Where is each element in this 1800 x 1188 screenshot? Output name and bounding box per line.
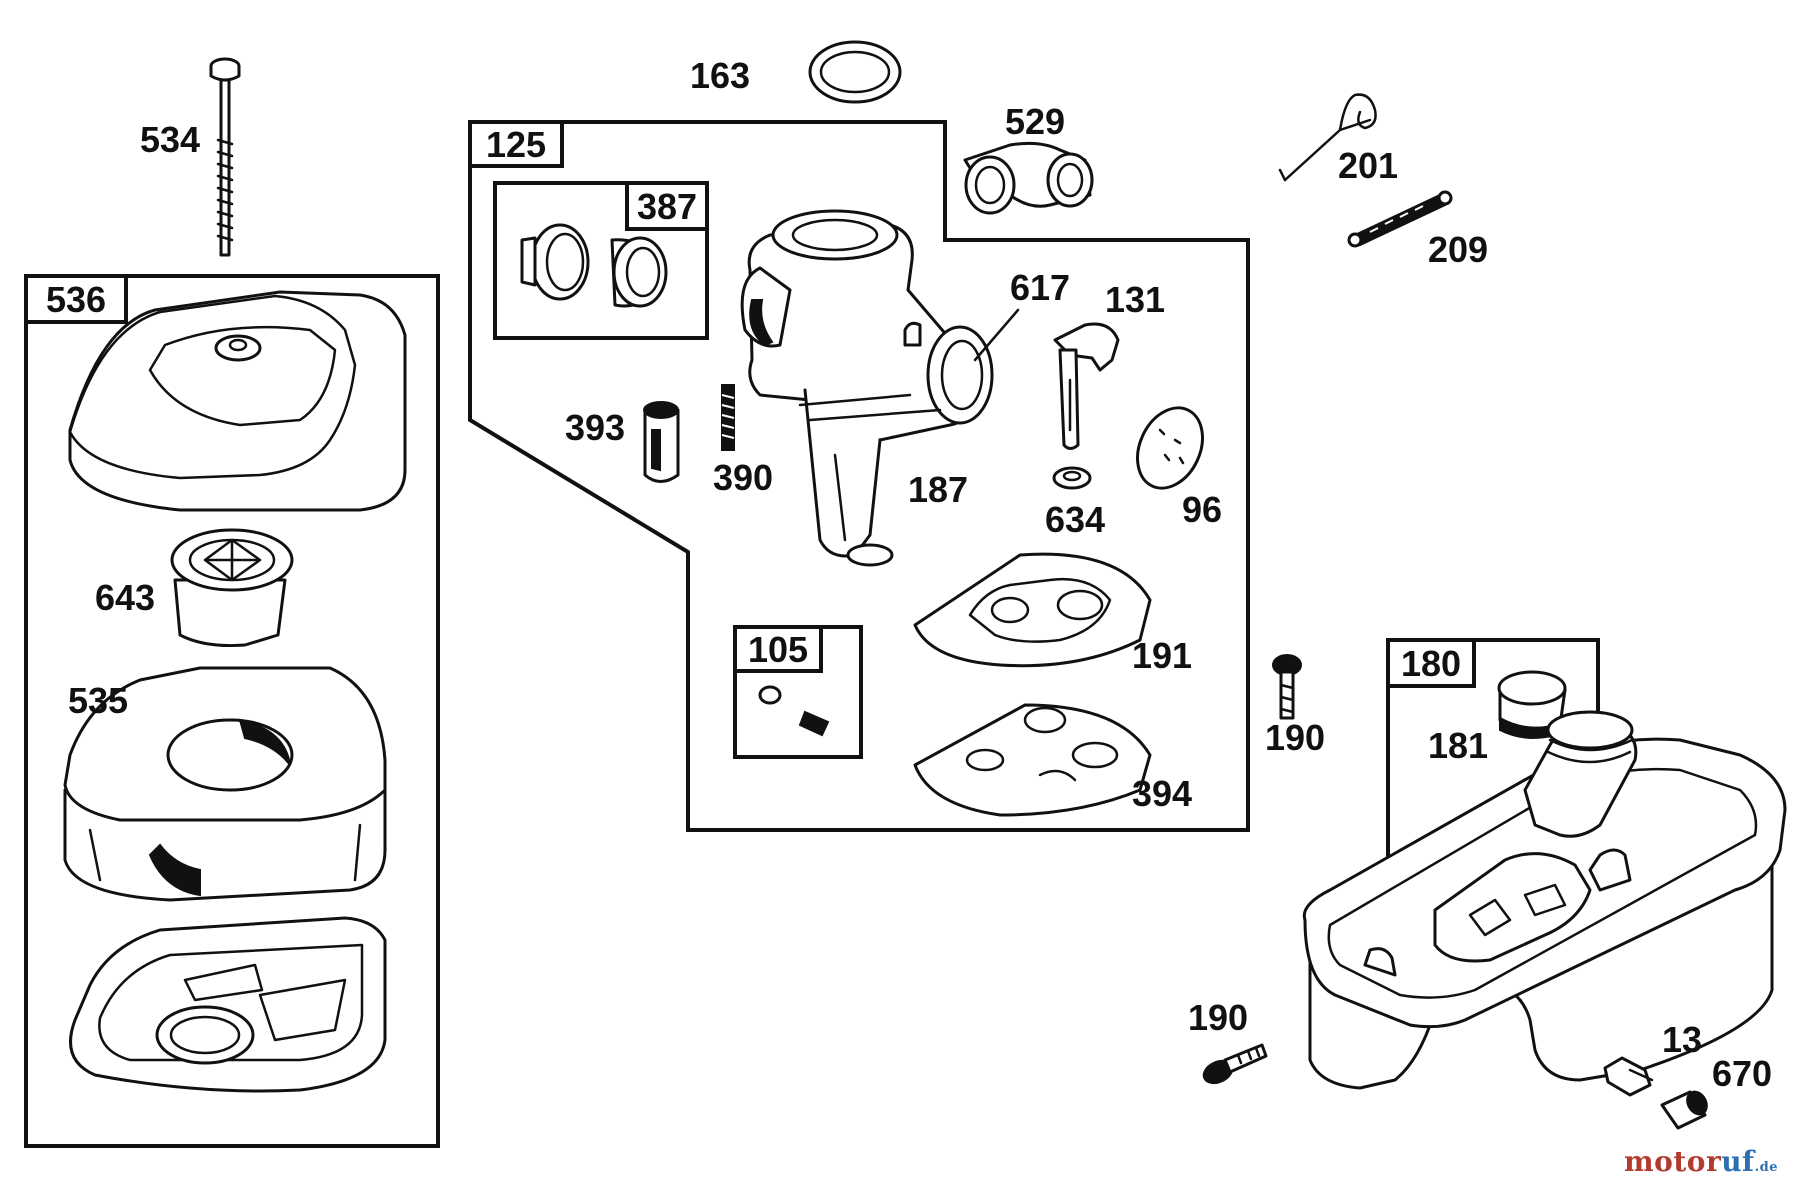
governor-link-201	[1278, 93, 1377, 182]
label-190-upper: 190	[1265, 717, 1325, 758]
bolt-534	[209, 57, 241, 257]
label-393: 393	[565, 407, 625, 448]
assembly-box-180: 180	[1386, 638, 1600, 870]
throttle-shaft-131	[1053, 322, 1120, 450]
label-529: 529	[1005, 101, 1065, 142]
elbow-529	[963, 141, 1094, 215]
label-13: 13	[1662, 1019, 1702, 1060]
box-label-105: 105	[748, 629, 808, 670]
watermark-part2: uf	[1721, 1145, 1755, 1178]
label-181: 181	[1428, 725, 1488, 766]
label-643: 643	[95, 577, 155, 618]
label-535: 535	[68, 680, 128, 721]
label-163: 163	[690, 55, 750, 96]
box-label-536: 536	[46, 279, 106, 320]
spring-390	[721, 384, 735, 451]
fitting-13	[1603, 1056, 1654, 1097]
label-617: 617	[1010, 267, 1070, 308]
gasket-163	[808, 40, 902, 104]
watermark-part1: motor	[1624, 1145, 1722, 1178]
box-label-387: 387	[637, 186, 697, 227]
seal-634	[1052, 466, 1092, 490]
watermark: motoruf.de	[1624, 1145, 1778, 1178]
gasket-394	[913, 703, 1152, 817]
assembly-box-125: 125	[468, 120, 1250, 832]
throttle-plate-96	[1136, 406, 1204, 490]
label-187: 187	[908, 469, 968, 510]
screw-190-lower	[1202, 1043, 1268, 1085]
screw-190-upper	[1272, 654, 1302, 720]
label-634: 634	[1045, 499, 1105, 540]
diaphragm-191	[913, 552, 1152, 668]
label-201: 201	[1338, 145, 1398, 186]
watermark-tld: .de	[1754, 1160, 1778, 1175]
box-label-125: 125	[486, 124, 546, 165]
air-filter-cartridge-535	[63, 666, 387, 902]
box-label-180: 180	[1401, 643, 1461, 684]
part-labels: 163 534 529 201 209 617 131 393 390 187 …	[68, 55, 1772, 1094]
label-191: 191	[1132, 635, 1192, 676]
label-209: 209	[1428, 229, 1488, 270]
label-190-lower: 190	[1188, 997, 1248, 1038]
label-670: 670	[1712, 1053, 1772, 1094]
label-131: 131	[1105, 279, 1165, 320]
fuel-tank	[1302, 710, 1787, 1090]
label-96: 96	[1182, 489, 1222, 530]
sleeve-670	[1660, 1090, 1708, 1130]
leader-lines	[973, 308, 1020, 362]
label-394: 394	[1132, 773, 1192, 814]
assembly-box-105: 105	[733, 625, 863, 759]
filter-adapter-643	[170, 528, 294, 648]
label-534: 534	[140, 119, 200, 160]
air-filter-base	[69, 916, 387, 1093]
assembly-box-536: 536	[24, 274, 440, 1148]
label-390: 390	[713, 457, 773, 498]
assembly-box-387: 387	[493, 181, 709, 340]
pin-393	[643, 401, 680, 483]
carburetor-body	[740, 209, 994, 567]
spring-209	[1347, 190, 1453, 248]
air-cleaner-cover	[68, 290, 407, 512]
